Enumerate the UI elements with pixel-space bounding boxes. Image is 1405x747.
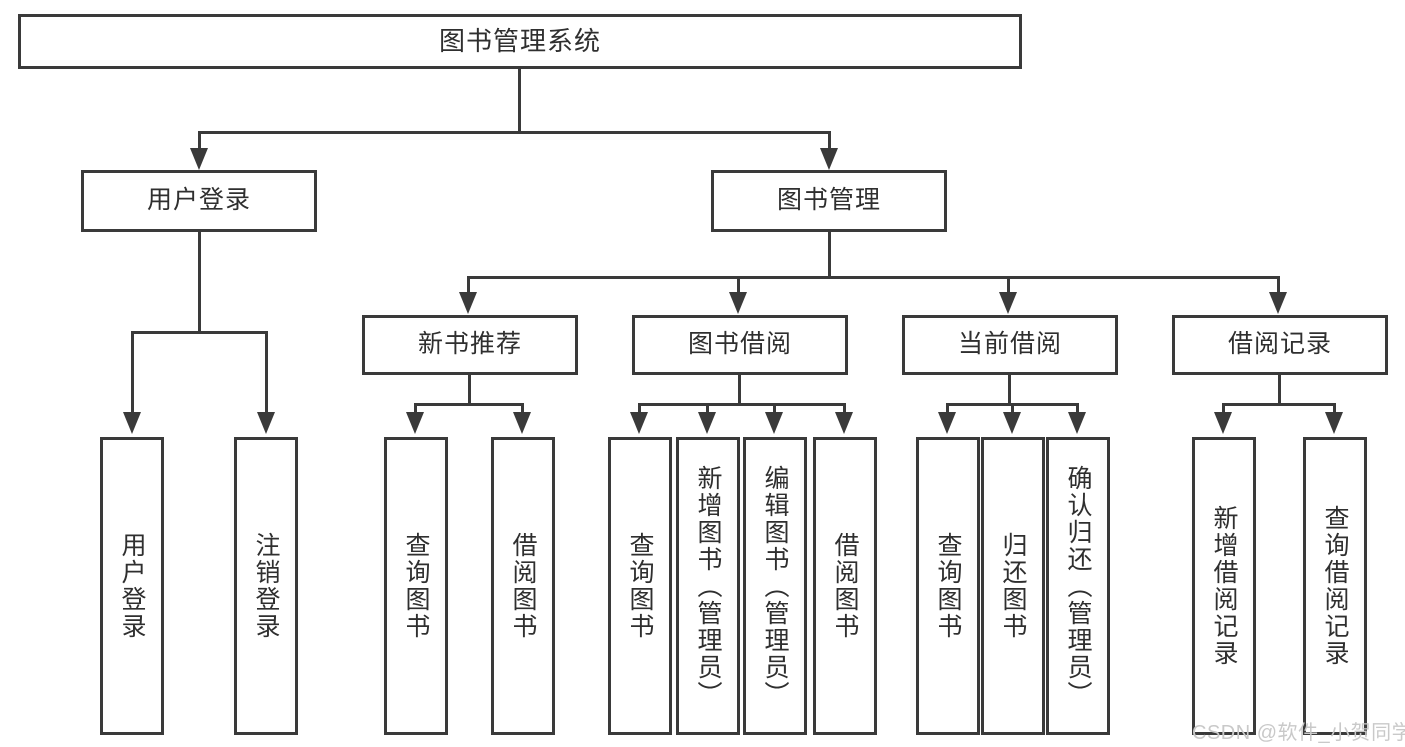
edge-current-drop-3 xyxy=(1076,403,1079,417)
edge-user-login-stem xyxy=(198,232,201,331)
node-label: 查询图书 xyxy=(934,532,962,640)
arrow-book-mgmt-to-new-books-icon xyxy=(459,292,477,314)
leaf-query-borrow-record[interactable]: 查询借阅记录 xyxy=(1303,437,1367,735)
edge-borrow-drop-4 xyxy=(843,403,846,417)
edge-borrow-drop-3 xyxy=(773,403,776,417)
leaf-borrow-books-new[interactable]: 借阅图书 xyxy=(491,437,555,735)
arrow-borrow-leaf2-icon xyxy=(698,412,716,434)
arrow-records-leaf1-icon xyxy=(1214,412,1232,434)
arrow-current-leaf2-icon xyxy=(1003,412,1021,434)
node-label: 用户登录 xyxy=(146,186,251,215)
arrow-borrow-leaf4-icon xyxy=(835,412,853,434)
edge-current-drop-2 xyxy=(1011,403,1014,417)
arrow-new-books-leaf2-icon xyxy=(513,412,531,434)
edge-user-login-drop-2 xyxy=(265,331,268,417)
node-label: 编辑图书（管理员） xyxy=(761,464,789,708)
arrow-book-mgmt-to-records-icon xyxy=(1269,292,1287,314)
leaf-query-books-new[interactable]: 查询图书 xyxy=(384,437,448,735)
node-borrowing-records[interactable]: 借阅记录 xyxy=(1172,315,1388,375)
edge-new-books-drop-1 xyxy=(414,403,417,417)
node-new-book-recommendation[interactable]: 新书推荐 xyxy=(362,315,578,375)
node-label: 图书管理系统 xyxy=(438,26,601,57)
edge-book-mgmt-drop-1 xyxy=(467,276,470,297)
edge-records-stem xyxy=(1278,375,1281,403)
node-label: 用户登录 xyxy=(118,532,146,640)
edge-borrow-bus xyxy=(638,403,846,406)
edge-book-mgmt-stem xyxy=(828,232,831,276)
node-label: 注销登录 xyxy=(252,532,280,640)
edge-new-books-stem xyxy=(468,375,471,403)
edge-book-mgmt-bus xyxy=(467,276,1280,279)
node-label: 归还图书 xyxy=(999,532,1027,640)
node-label: 确认归还（管理员） xyxy=(1064,464,1092,708)
node-root-library-management-system[interactable]: 图书管理系统 xyxy=(18,14,1022,69)
arrow-book-mgmt-to-current-icon xyxy=(999,292,1017,314)
edge-root-stem xyxy=(518,69,521,131)
node-label: 查询图书 xyxy=(402,532,430,640)
arrow-borrow-leaf1-icon xyxy=(630,412,648,434)
arrow-root-to-book-mgmt-icon xyxy=(820,148,838,170)
edge-book-mgmt-drop-2 xyxy=(737,276,740,297)
edge-borrow-drop-1 xyxy=(638,403,641,417)
edge-current-stem xyxy=(1008,375,1011,403)
edge-records-bus xyxy=(1222,403,1336,406)
leaf-edit-book-admin[interactable]: 编辑图书（管理员） xyxy=(743,437,807,735)
arrow-book-mgmt-to-borrow-icon xyxy=(729,292,747,314)
edge-new-books-bus xyxy=(414,403,524,406)
edge-new-books-drop-2 xyxy=(521,403,524,417)
arrow-records-leaf2-icon xyxy=(1325,412,1343,434)
leaf-user-login[interactable]: 用户登录 xyxy=(100,437,164,735)
arrow-current-leaf1-icon xyxy=(938,412,956,434)
node-label: 借阅图书 xyxy=(509,532,537,640)
leaf-query-books-current[interactable]: 查询图书 xyxy=(916,437,980,735)
leaf-query-books-borrow[interactable]: 查询图书 xyxy=(608,437,672,735)
edge-records-drop-1 xyxy=(1222,403,1225,417)
edge-user-login-drop-1 xyxy=(131,331,134,417)
arrow-root-to-user-login-icon xyxy=(190,148,208,170)
node-label: 借阅记录 xyxy=(1227,330,1332,359)
node-label: 图书管理 xyxy=(776,186,881,215)
leaf-logout[interactable]: 注销登录 xyxy=(234,437,298,735)
edge-root-to-user-login-drop xyxy=(198,131,201,153)
leaf-return-books[interactable]: 归还图书 xyxy=(981,437,1045,735)
edge-book-mgmt-drop-4 xyxy=(1277,276,1280,297)
node-current-borrowing[interactable]: 当前借阅 xyxy=(902,315,1118,375)
node-book-management[interactable]: 图书管理 xyxy=(711,170,947,232)
arrow-user-login-leaf2-icon xyxy=(257,412,275,434)
edge-user-login-bus xyxy=(131,331,268,334)
edge-root-to-book-mgmt-drop xyxy=(828,131,831,153)
node-user-login[interactable]: 用户登录 xyxy=(81,170,317,232)
leaf-borrow-books[interactable]: 借阅图书 xyxy=(813,437,877,735)
leaf-add-book-admin[interactable]: 新增图书（管理员） xyxy=(676,437,740,735)
edge-book-mgmt-drop-3 xyxy=(1007,276,1010,297)
node-label: 查询借阅记录 xyxy=(1321,505,1349,667)
node-label: 新增图书（管理员） xyxy=(694,464,722,708)
edge-borrow-stem xyxy=(738,375,741,403)
edge-current-drop-1 xyxy=(946,403,949,417)
node-label: 新增借阅记录 xyxy=(1210,505,1238,667)
edge-borrow-drop-2 xyxy=(706,403,709,417)
node-book-borrowing[interactable]: 图书借阅 xyxy=(632,315,848,375)
edge-root-bus xyxy=(198,131,831,134)
arrow-borrow-leaf3-icon xyxy=(765,412,783,434)
arrow-current-leaf3-icon xyxy=(1068,412,1086,434)
node-label: 查询图书 xyxy=(626,532,654,640)
node-label: 借阅图书 xyxy=(831,532,859,640)
node-label: 当前借阅 xyxy=(957,330,1062,359)
arrow-user-login-leaf1-icon xyxy=(123,412,141,434)
leaf-add-borrow-record[interactable]: 新增借阅记录 xyxy=(1192,437,1256,735)
arrow-new-books-leaf1-icon xyxy=(406,412,424,434)
leaf-confirm-return-admin[interactable]: 确认归还（管理员） xyxy=(1046,437,1110,735)
edge-records-drop-2 xyxy=(1333,403,1336,417)
node-label: 新书推荐 xyxy=(417,330,522,359)
node-label: 图书借阅 xyxy=(687,330,792,359)
